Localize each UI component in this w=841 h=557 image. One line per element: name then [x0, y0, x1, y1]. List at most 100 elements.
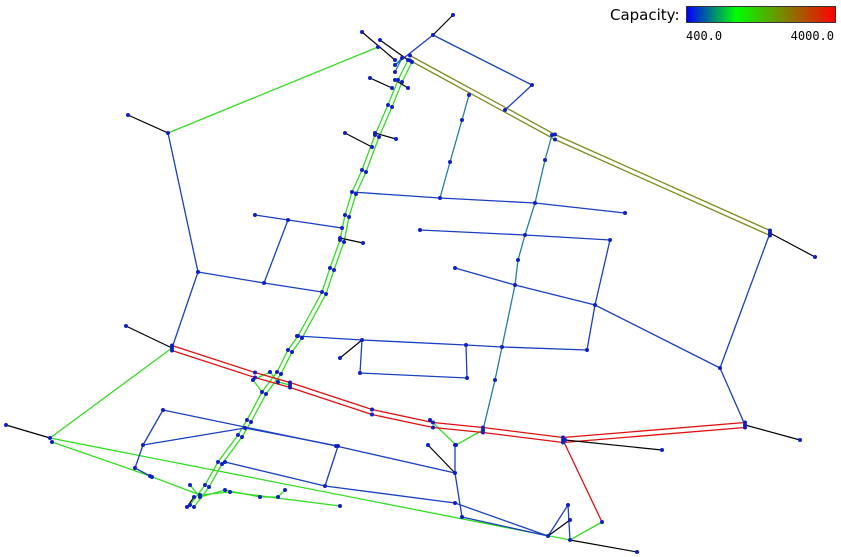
network-node	[360, 338, 364, 342]
network-node	[276, 380, 280, 384]
network-node	[338, 356, 342, 360]
network-node	[161, 408, 165, 412]
network-node	[141, 443, 145, 447]
network-node	[50, 440, 54, 444]
network-node	[288, 385, 292, 390]
link-connector-6	[369, 77, 393, 89]
network-node	[249, 420, 253, 424]
link-connector-11	[339, 339, 363, 359]
network-node	[378, 38, 382, 42]
network-node	[332, 268, 336, 272]
network-node	[320, 290, 324, 294]
network-node	[516, 258, 520, 262]
network-node	[408, 58, 412, 63]
network-node	[360, 168, 364, 172]
network-node	[393, 63, 397, 67]
network-node	[453, 501, 457, 505]
network-node	[368, 76, 372, 80]
network-node	[533, 201, 537, 205]
link-blue-south-street	[162, 409, 456, 474]
network-node	[198, 495, 202, 499]
network-node	[460, 515, 464, 519]
link-blue-east-trunk	[719, 232, 771, 369]
network-node	[500, 345, 504, 349]
network-node	[465, 376, 469, 380]
network-node	[262, 281, 266, 285]
network-node	[283, 488, 287, 492]
link-blue-west-trunk	[167, 132, 199, 349]
network-node	[585, 348, 589, 352]
network-node	[568, 538, 572, 542]
link-blue-crosstown-2	[419, 229, 611, 241]
link-connector-8	[344, 132, 373, 148]
network-node	[523, 233, 527, 237]
network-node	[126, 113, 130, 117]
link-red-south	[562, 439, 603, 523]
network-node	[300, 336, 304, 340]
network-node	[185, 505, 189, 509]
network-node	[253, 213, 257, 217]
network-node	[400, 56, 404, 60]
network-node	[600, 520, 604, 524]
network-node	[216, 460, 220, 464]
network-node	[377, 135, 381, 139]
network-node	[408, 53, 412, 58]
network-node	[743, 423, 747, 427]
network-node	[342, 240, 346, 244]
link-green-arterial-2	[193, 61, 413, 508]
legend-title: Capacity:	[610, 6, 680, 24]
network-node	[358, 371, 362, 375]
network-node	[426, 443, 430, 447]
link-blue-connector	[263, 219, 289, 284]
link-connector-16	[547, 519, 571, 537]
network-node	[431, 33, 435, 37]
network-node	[660, 448, 664, 452]
capacity-legend: Capacity: 400.0 4000.0	[606, 5, 838, 45]
network-node	[390, 105, 394, 109]
network-node	[170, 348, 174, 353]
link-connector-2	[5, 424, 51, 439]
link-blue-north-street	[254, 214, 343, 229]
network-node	[286, 348, 290, 352]
network-node	[467, 93, 471, 97]
link-blue-north-loop	[432, 34, 534, 111]
link-green-west	[49, 347, 173, 439]
network-node	[390, 86, 394, 90]
legend-max-label: 4000.0	[790, 29, 834, 43]
link-blue-south-link	[142, 409, 164, 446]
link-olive-diagonal	[409, 54, 771, 232]
network-node	[124, 324, 128, 328]
link-blue-east-branch	[586, 239, 611, 351]
network-node	[798, 438, 802, 442]
network-node	[196, 270, 200, 274]
network-node	[503, 108, 507, 112]
link-blue-center	[296, 335, 588, 351]
link-red-corridor	[171, 349, 746, 444]
network-node	[350, 190, 354, 194]
network-node	[370, 412, 374, 417]
link-green-junction	[429, 419, 484, 446]
network-node	[566, 503, 570, 507]
network-node	[418, 228, 422, 232]
network-node	[133, 466, 137, 470]
network-node	[593, 303, 597, 307]
legend-min-label: 400.0	[686, 29, 723, 43]
network-node	[464, 343, 468, 347]
network-node	[258, 495, 262, 499]
network-node	[166, 131, 170, 135]
network-node	[453, 443, 457, 447]
link-connector-13	[769, 232, 816, 258]
network-node	[4, 423, 8, 427]
network-node	[543, 158, 547, 162]
link-connector-0	[127, 114, 169, 134]
link-teal-spine	[482, 134, 553, 431]
network-node	[328, 266, 332, 270]
network-node	[481, 425, 485, 430]
network-node	[338, 236, 342, 240]
network-node	[336, 444, 340, 448]
network-node	[354, 192, 358, 196]
network-node	[228, 490, 232, 494]
network-node	[393, 78, 397, 82]
network-node	[396, 78, 400, 82]
network-node	[400, 80, 404, 84]
